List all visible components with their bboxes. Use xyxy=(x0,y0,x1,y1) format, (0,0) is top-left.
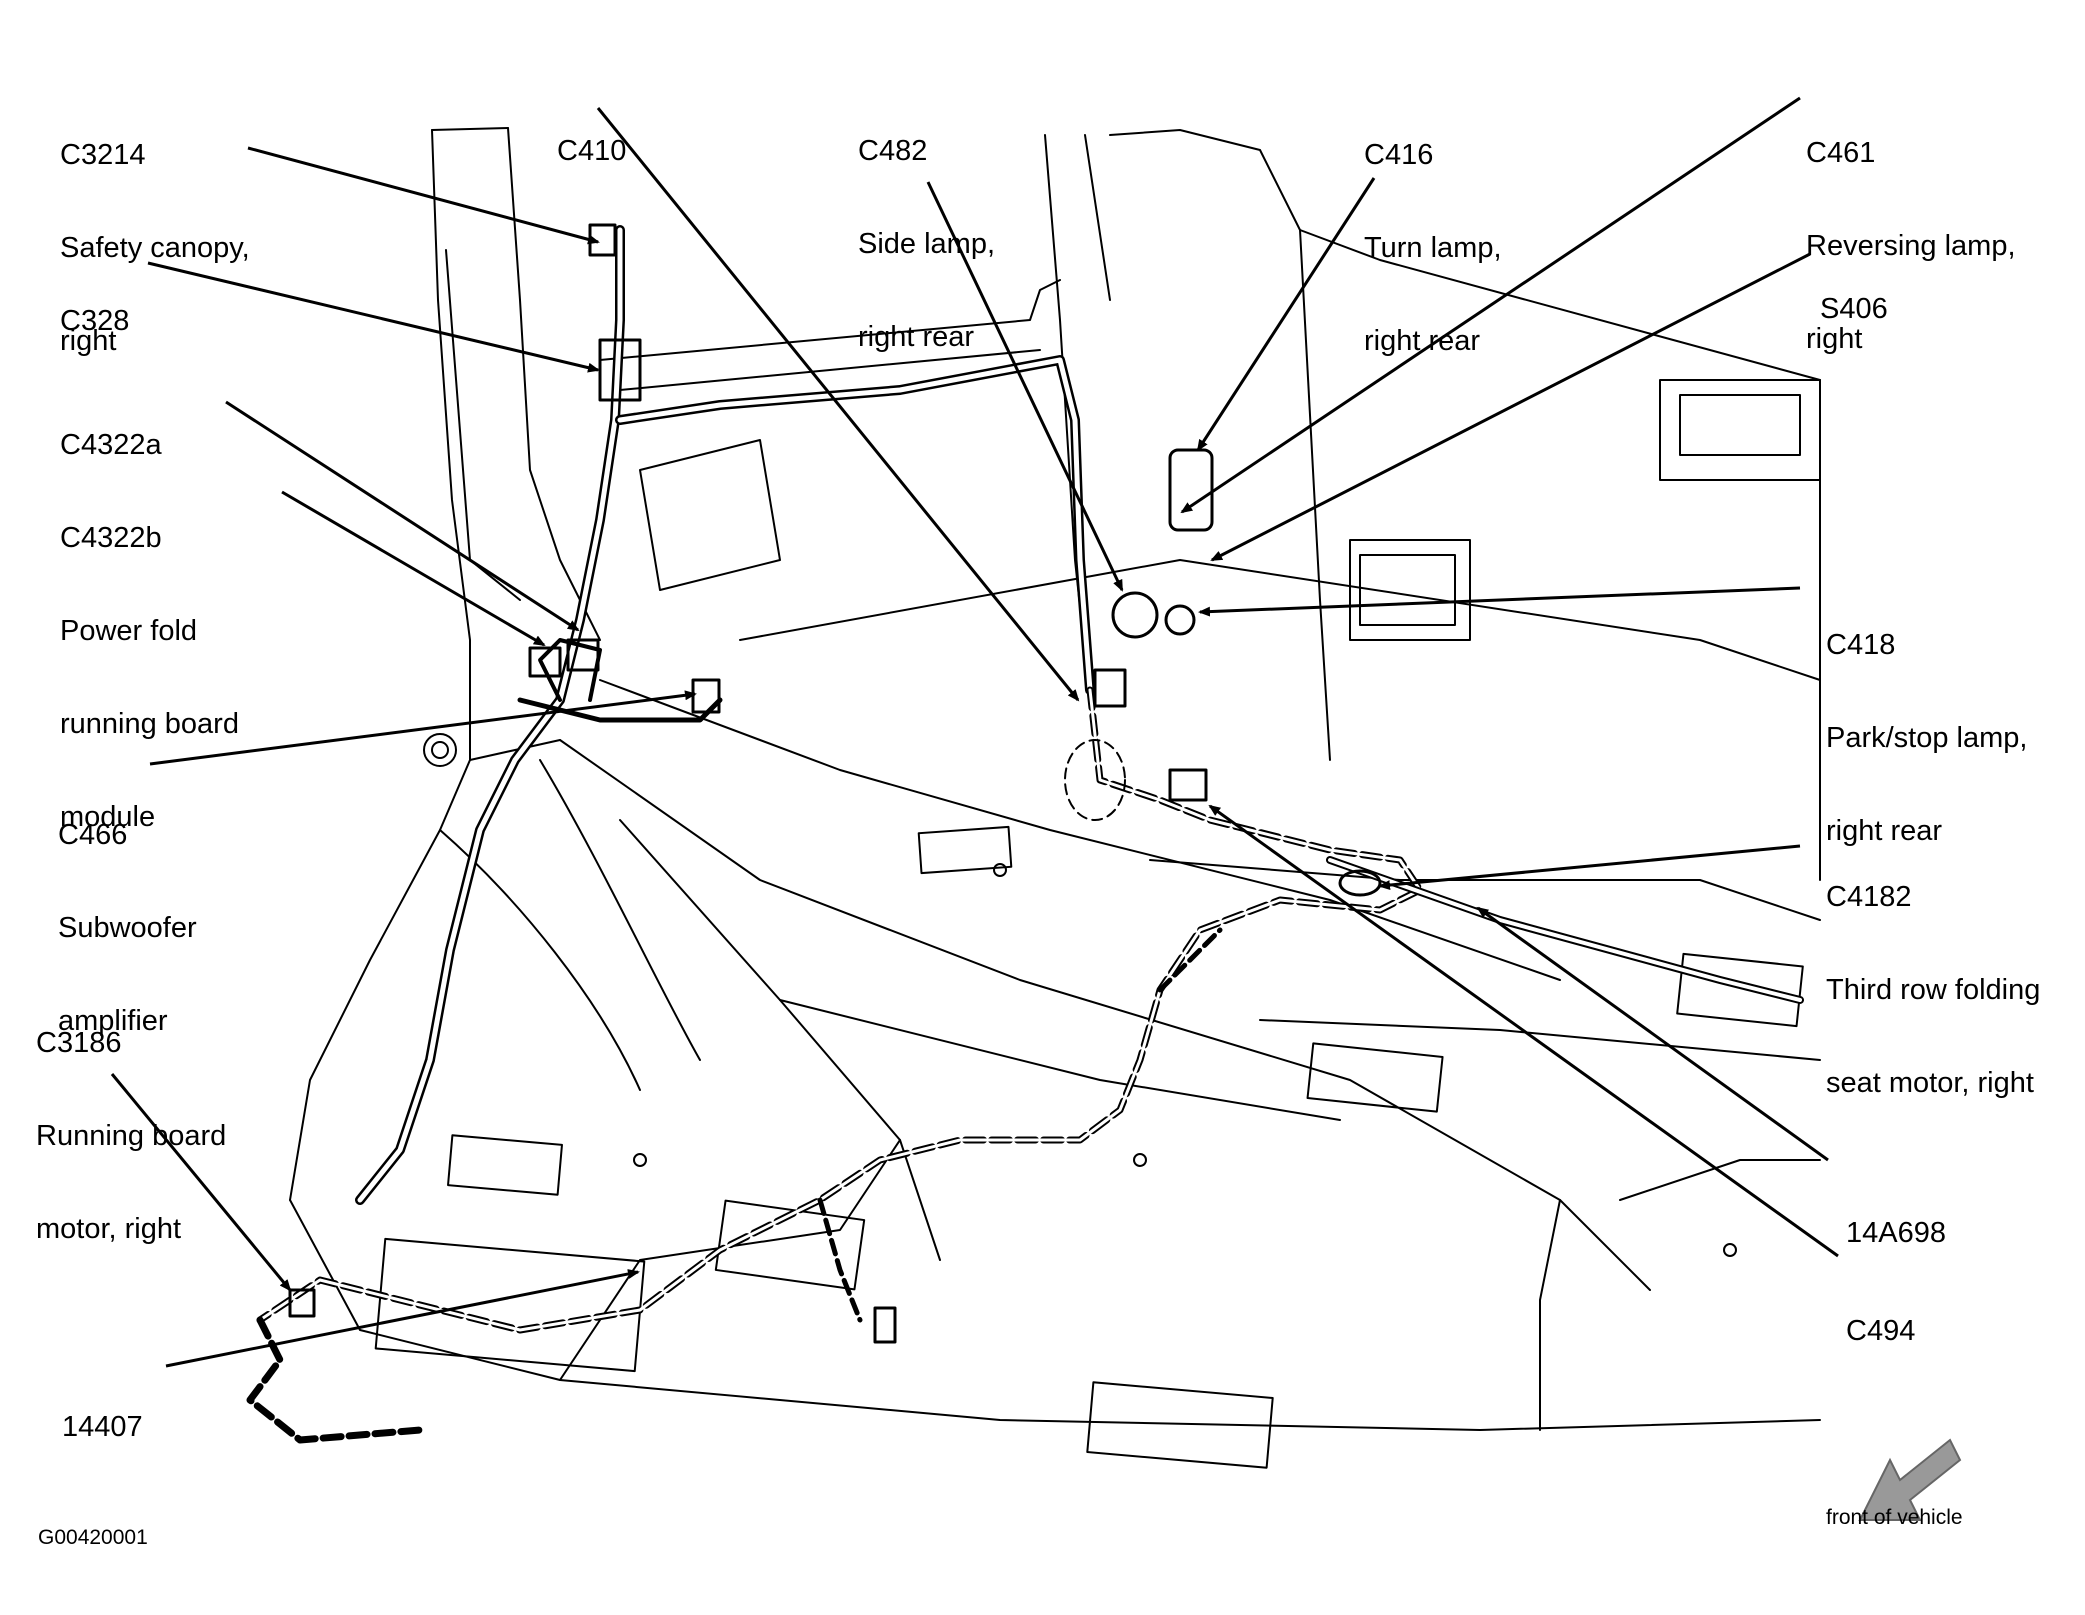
leader-c418 xyxy=(1198,586,1801,617)
label-desc-line: Running board xyxy=(36,1120,227,1152)
label-desc-line: seat motor, right xyxy=(1826,1067,2034,1099)
label-desc-line: Safety canopy, xyxy=(60,232,250,264)
label-c482: C482 Side lamp, right rear xyxy=(858,74,995,384)
label-desc-line: amplifier xyxy=(58,1005,168,1037)
leader-c4182 xyxy=(1378,844,1801,891)
label-code: 14407 xyxy=(62,1411,143,1443)
front-of-vehicle-caption: front of vehicle xyxy=(1826,1506,1963,1529)
leader-c3186 xyxy=(110,1073,292,1292)
label-c461: C461 Reversing lamp, right xyxy=(1806,76,2016,386)
label-code: C3214 xyxy=(60,139,146,171)
label-desc-line: running board xyxy=(60,708,239,740)
label-code: S406 xyxy=(1820,293,1888,325)
front-of-vehicle-arrow-icon xyxy=(1858,1438,1962,1521)
label-c3214: C3214 Safety canopy, right xyxy=(60,78,250,388)
leader-c3214 xyxy=(247,146,600,245)
leader-14407 xyxy=(165,1269,640,1368)
label-code: C461 xyxy=(1806,137,1876,169)
label-code: 14A698 xyxy=(1846,1217,1946,1249)
label-code: C494 xyxy=(1846,1315,1916,1347)
label-desc-line: right rear xyxy=(1826,815,1943,847)
label-desc-line: module xyxy=(60,801,156,833)
vehicle-body-linework xyxy=(289,127,1821,1469)
label-14407: 14407 xyxy=(62,1350,143,1474)
label-desc-line: Subwoofer xyxy=(58,912,197,944)
label-desc-line: Power fold xyxy=(60,615,198,647)
label-c466: C466 Subwoofer amplifier xyxy=(58,758,197,1068)
label-code: C4182 xyxy=(1826,881,1912,913)
figure-id: G00420001 xyxy=(38,1526,148,1549)
label-desc-line: Third row folding xyxy=(1826,974,2041,1006)
label-desc-line: Park/stop lamp, xyxy=(1826,722,2028,754)
label-c3186: C3186 Running board motor, right xyxy=(36,966,226,1276)
label-code: C482 xyxy=(858,135,928,167)
label-desc-line: right xyxy=(60,325,117,357)
label-desc-line: Reversing lamp, xyxy=(1806,230,2016,262)
label-14a698: 14A698 xyxy=(1846,1156,1946,1280)
leader-c410 xyxy=(596,107,1080,702)
leader-c328 xyxy=(147,261,600,373)
label-desc-line: Turn lamp, xyxy=(1364,232,1502,264)
label-c328: C328 xyxy=(60,244,129,368)
label-c4182: C4182 Third row folding seat motor, righ… xyxy=(1826,820,2040,1130)
label-desc-line: right xyxy=(1806,323,1863,355)
label-desc-line: Side lamp, xyxy=(858,228,996,260)
label-code: C328 xyxy=(60,305,130,337)
label-desc-line: motor, right xyxy=(36,1213,182,1245)
label-code: C418 xyxy=(1826,629,1896,661)
leader-c4322b xyxy=(281,490,546,647)
label-desc-line: right rear xyxy=(1364,325,1481,357)
label-c410: C410 xyxy=(557,74,626,198)
label-c4322: C4322a C4322b Power fold running board m… xyxy=(60,368,239,864)
label-code: C3186 xyxy=(36,1027,122,1059)
leader-c482 xyxy=(926,181,1124,592)
label-code: C466 xyxy=(58,819,128,851)
label-desc-line: right rear xyxy=(858,321,975,353)
label-desc-line: C4322b xyxy=(60,522,162,554)
label-c494: C494 xyxy=(1846,1254,1915,1378)
label-code: C410 xyxy=(557,135,627,167)
harness-routing xyxy=(246,223,1804,1444)
leader-c461 xyxy=(1180,96,1801,514)
label-c418: C418 Park/stop lamp, right rear xyxy=(1826,568,2027,878)
leader-s406 xyxy=(1210,252,1811,562)
label-s406: S406 xyxy=(1820,232,1888,356)
label-code: C4322a xyxy=(60,429,162,461)
label-code: C416 xyxy=(1364,139,1434,171)
leader-c494 xyxy=(1208,804,1839,1258)
leader-lines xyxy=(110,96,1839,1368)
leader-c416 xyxy=(1196,177,1376,452)
leader-c4322a xyxy=(225,400,580,632)
leader-c466 xyxy=(149,690,697,766)
label-c416: C416 Turn lamp, right rear xyxy=(1364,78,1502,388)
leader-14a698 xyxy=(1476,906,1829,1162)
